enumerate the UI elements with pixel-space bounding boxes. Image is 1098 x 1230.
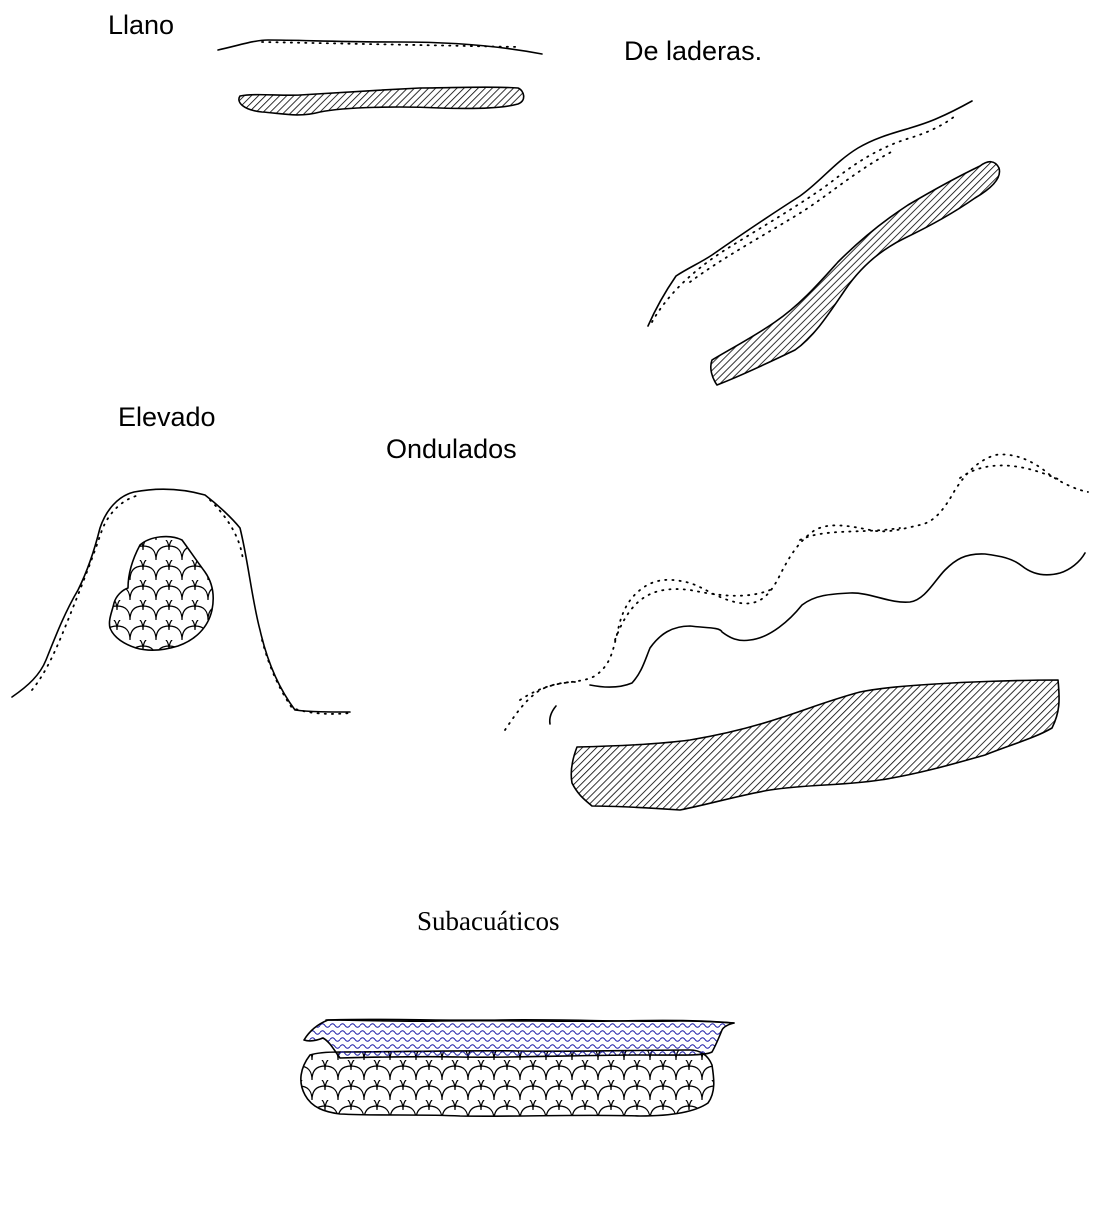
ondulados-wave-line <box>590 553 1085 687</box>
subacuaticos-rock-layer <box>301 1050 714 1116</box>
subacuaticos-water-layer <box>304 1020 734 1058</box>
ondulados-small-mark <box>550 706 556 724</box>
laderas-sketch <box>648 101 1000 385</box>
llano-deposit <box>239 87 524 115</box>
subacuaticos-sketch <box>301 1019 734 1116</box>
ondulados-wave-dots-2 <box>520 465 1060 700</box>
llano-sketch <box>218 40 542 115</box>
elevado-sketch <box>12 489 350 714</box>
elevado-hill-dots-right <box>210 500 350 714</box>
elevado-rock-body <box>109 537 213 651</box>
ondulados-deposit <box>571 680 1059 810</box>
ondulados-sketch <box>505 454 1088 810</box>
laderas-deposit <box>711 162 1000 385</box>
